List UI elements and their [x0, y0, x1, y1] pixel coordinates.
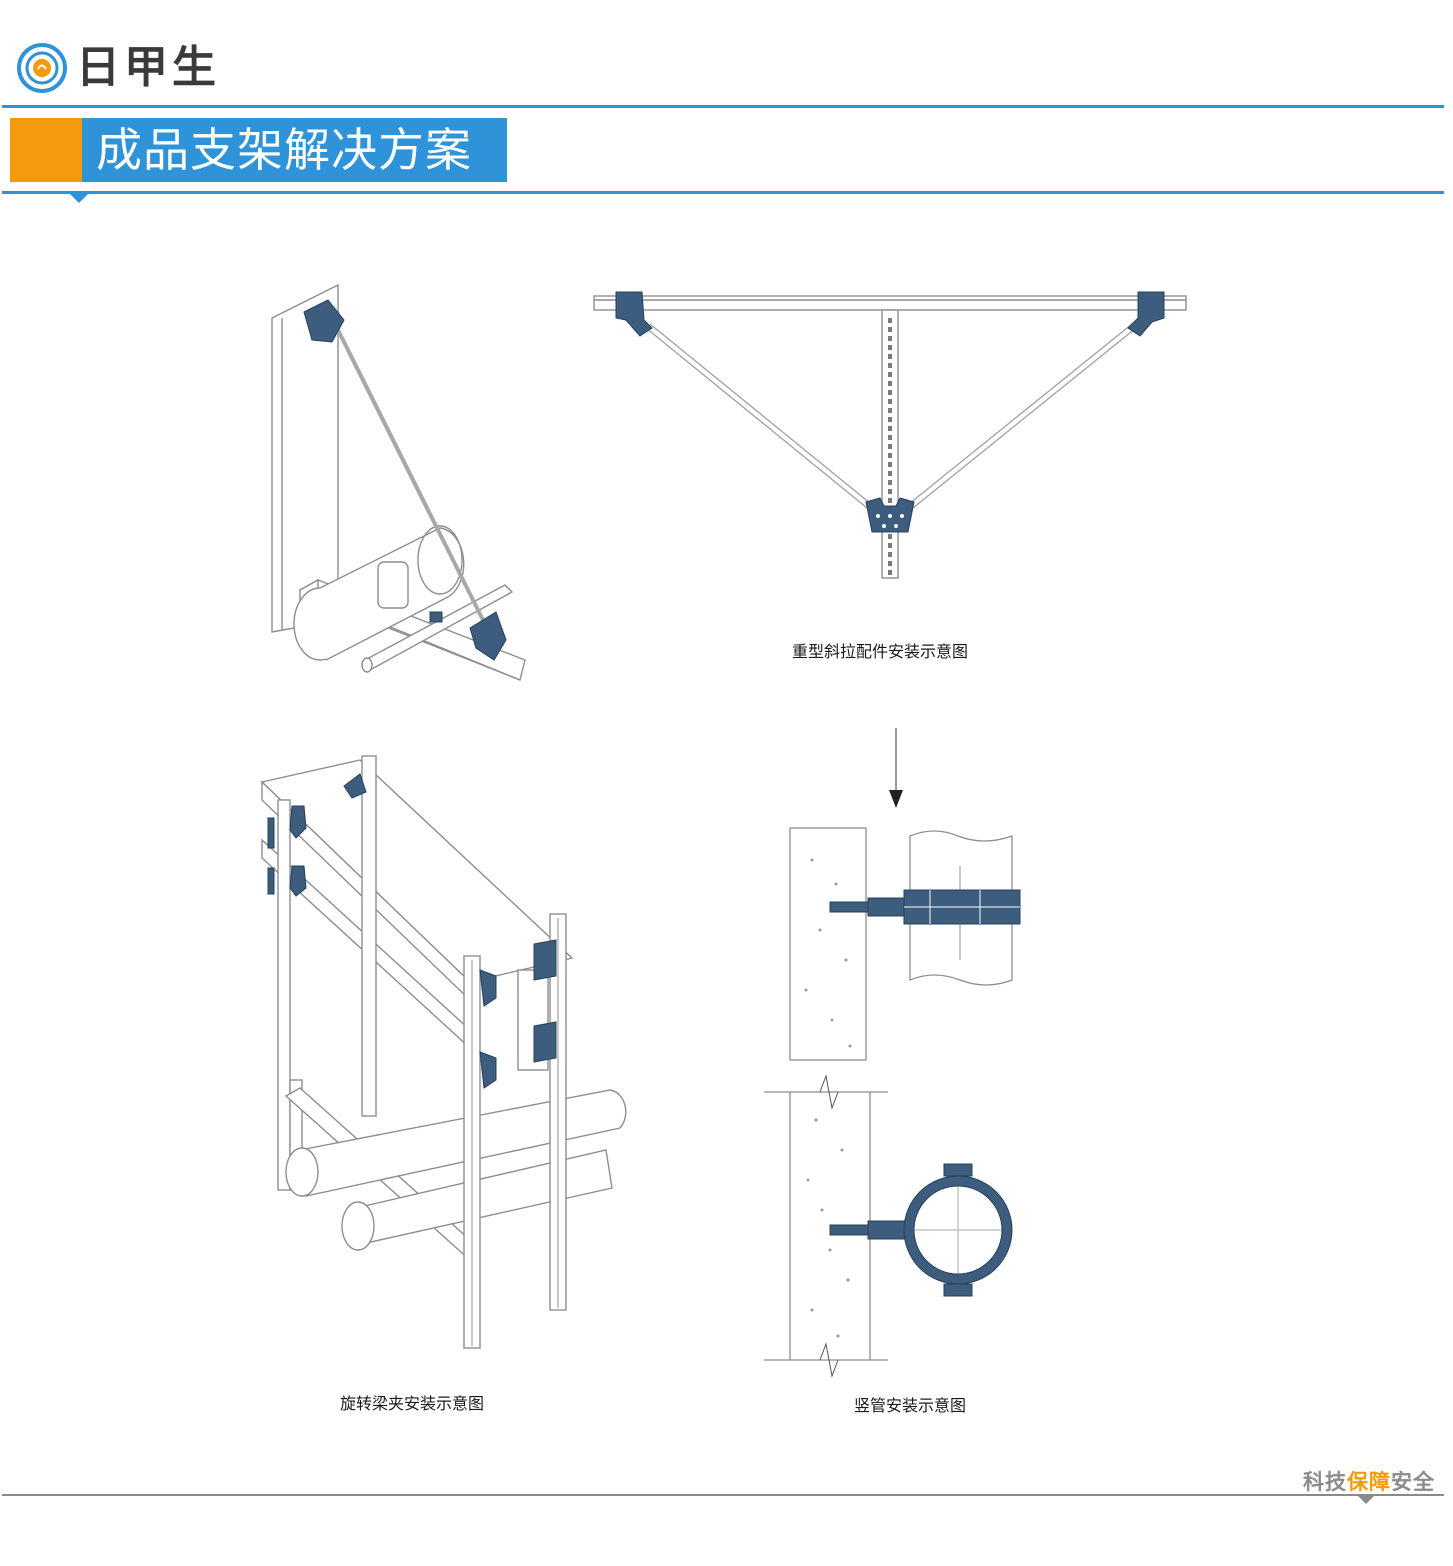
- channel-slot: [888, 453, 892, 458]
- channel-slot: [888, 381, 892, 386]
- channel-slot: [888, 372, 892, 377]
- channel-slot: [888, 498, 892, 503]
- caption-rotating-beam-clamp: 旋转梁夹安装示意图: [340, 1394, 485, 1413]
- concrete-speck: [836, 1334, 840, 1338]
- footer-notch: [1358, 1496, 1374, 1504]
- channel-slot: [888, 489, 892, 494]
- channel-slot: [888, 345, 892, 350]
- channel-slot: [888, 390, 892, 395]
- channel-slot: [888, 561, 892, 566]
- header-top-rule: [2, 105, 1444, 108]
- caption-heavy-diagonal: 重型斜拉配件安装示意图: [792, 642, 969, 661]
- title-banner: 成品支架解决方案: [82, 118, 507, 182]
- concrete-speck: [828, 1248, 832, 1252]
- channel-slot: [888, 363, 892, 368]
- header-bottom-rule: [2, 191, 1444, 194]
- concrete-speck: [848, 1044, 852, 1048]
- concrete-speck: [844, 958, 848, 962]
- brand-logo: 日甲生: [16, 40, 220, 96]
- footer-slogan: 科技保障安全: [1303, 1466, 1435, 1496]
- concrete-speck: [834, 882, 838, 886]
- concrete-speck: [806, 1178, 810, 1182]
- slogan-part-2: 保障: [1347, 1470, 1391, 1494]
- concrete-speck: [820, 1208, 824, 1212]
- concrete-speck: [830, 1018, 834, 1022]
- concrete-speck: [846, 1278, 850, 1282]
- concrete-speck: [814, 1118, 818, 1122]
- channel-slot: [888, 336, 892, 341]
- concrete-speck: [804, 988, 808, 992]
- header-notch: [70, 194, 88, 203]
- caption-riser-pipe: 竖管安装示意图: [854, 1396, 967, 1415]
- channel-slot: [888, 435, 892, 440]
- channel-slot: [888, 408, 892, 413]
- channel-slot: [888, 462, 892, 467]
- channel-slot: [888, 570, 892, 575]
- channel-slot: [888, 480, 892, 485]
- channel-slot: [888, 543, 892, 548]
- channel-slot: [888, 426, 892, 431]
- channel-slot: [888, 417, 892, 422]
- channel-slot: [888, 318, 892, 323]
- concrete-speck: [840, 1148, 844, 1152]
- brand-name: 日甲生: [76, 42, 220, 93]
- channel-slot: [888, 534, 892, 539]
- channel-slot: [888, 327, 892, 332]
- slogan-part-1: 科技: [1303, 1470, 1347, 1494]
- channel-slot: [888, 444, 892, 449]
- concrete-speck: [810, 1308, 814, 1312]
- break-line-icon: [819, 1074, 839, 1378]
- footer-rule: [2, 1494, 1444, 1496]
- logo-icon: [17, 43, 67, 93]
- concrete-speck: [810, 858, 814, 862]
- page-title: 成品支架解决方案: [96, 123, 472, 177]
- concrete-speck: [818, 928, 822, 932]
- channel-slot: [888, 471, 892, 476]
- channel-slot: [888, 552, 892, 557]
- channel-slot: [888, 354, 892, 359]
- slogan-part-3: 安全: [1391, 1470, 1435, 1494]
- title-orange-block: [10, 118, 82, 182]
- arrow-down-icon: [889, 790, 903, 808]
- channel-slot: [888, 399, 892, 404]
